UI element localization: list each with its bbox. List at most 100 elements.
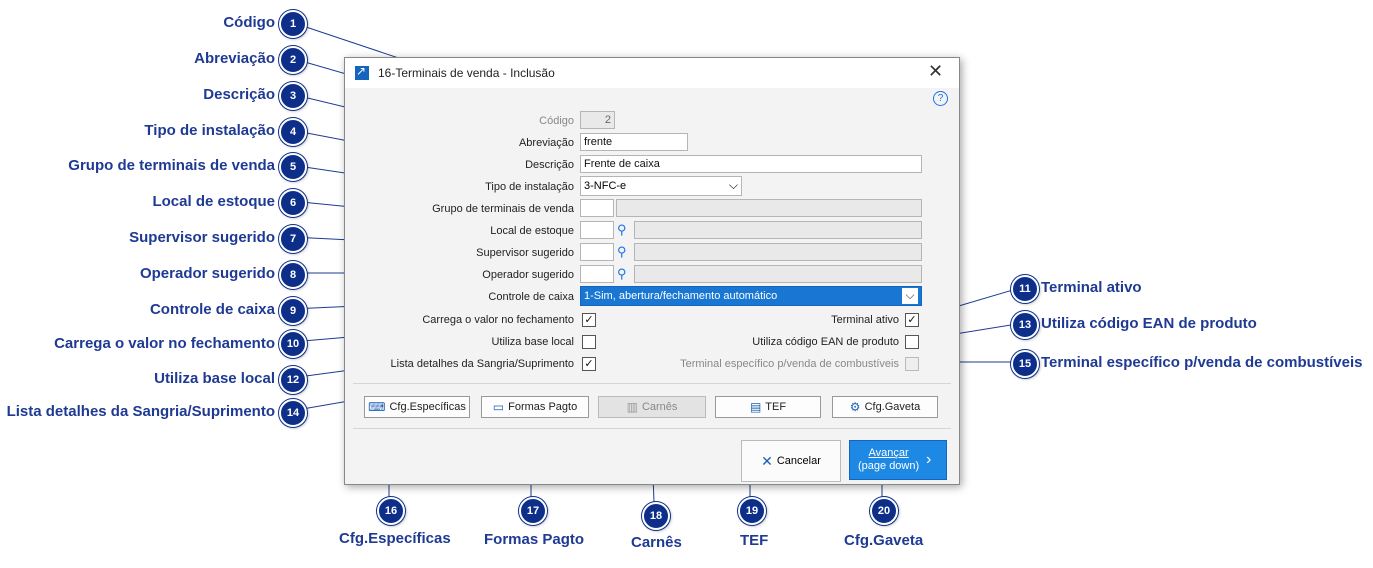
help-icon[interactable]: ? <box>933 91 948 106</box>
barcode-icon: ▥ <box>626 400 638 414</box>
codigo-field: 2 <box>580 111 615 129</box>
callout-label-codigo: Código <box>223 14 275 31</box>
carrega-valor-checkbox[interactable]: ✓ <box>582 313 596 327</box>
callout-label-abreviacao: Abreviação <box>194 50 275 67</box>
cfg-especificas-label: Cfg.Específicas <box>389 401 466 413</box>
advance-shortcut: (page down) <box>858 460 920 472</box>
grupo-terminais-code-field[interactable] <box>580 199 614 217</box>
chevron-right-icon: › <box>926 451 932 468</box>
advance-label: Avançar <box>868 447 909 459</box>
operador-desc-field <box>634 265 922 283</box>
abreviacao-field[interactable]: frente <box>580 133 688 151</box>
codigo-ean-label: Utiliza código EAN de produto <box>752 336 899 348</box>
settings-machine-icon: ⌨ <box>368 400 386 414</box>
callout-badge-13: 13 <box>1011 311 1039 339</box>
carnes-label: Carnês <box>641 401 678 413</box>
callout-badge-6: 6 <box>279 189 307 217</box>
tipo-instalacao-select[interactable]: 3-NFC-e ⌵ <box>580 176 742 196</box>
grupo-terminais-desc-field <box>616 199 922 217</box>
separator <box>353 383 951 384</box>
callout-badge-15: 15 <box>1011 350 1039 378</box>
controle-caixa-value: 1-Sim, abertura/fechamento automático <box>584 290 778 302</box>
callout-label-controle-caixa: Controle de caixa <box>149 301 275 318</box>
card-terminal-icon: ▤ <box>749 400 762 414</box>
descricao-field[interactable]: Frente de caixa <box>580 155 922 173</box>
controle-caixa-label: Controle de caixa <box>488 291 574 303</box>
cancel-button[interactable]: ✕ Cancelar <box>741 440 841 482</box>
local-estoque-code-field[interactable] <box>580 221 614 239</box>
callout-badge-4: 4 <box>279 118 307 146</box>
supervisor-code-field[interactable] <box>580 243 614 261</box>
callout-badge-9: 9 <box>279 297 307 325</box>
callout-badge-20: 20 <box>870 497 898 525</box>
dialog-titlebar: 16-Terminais de venda - Inclusão ✕ <box>345 58 959 88</box>
close-icon: ✕ <box>761 452 773 469</box>
terminal-ativo-checkbox[interactable]: ✓ <box>905 313 919 327</box>
callout-label-descricao: Descrição <box>203 86 275 103</box>
callout-label-terminal-ativo: Terminal ativo <box>1041 279 1142 296</box>
terminal-combustiveis-checkbox <box>905 357 919 371</box>
formas-pagto-label: Formas Pagto <box>508 401 578 413</box>
callout-label-formas-pagto: Formas Pagto <box>484 531 585 548</box>
search-icon[interactable]: ⚲ <box>617 222 627 237</box>
callout-label-tipo-instalacao: Tipo de instalação <box>144 122 275 139</box>
cfg-gaveta-button[interactable]: ⚙ Cfg.Gaveta <box>832 396 938 418</box>
advance-button[interactable]: Avançar (page down) › <box>849 440 947 480</box>
callout-label-carnes: Carnês <box>631 534 682 551</box>
terminal-combustiveis-label: Terminal específico p/venda de combustív… <box>680 358 899 370</box>
tef-button[interactable]: ▤ TEF <box>715 396 821 418</box>
callout-badge-18: 18 <box>642 502 670 530</box>
operador-code-field[interactable] <box>580 265 614 283</box>
codigo-label: Código <box>539 115 574 127</box>
carrega-valor-label: Carrega o valor no fechamento <box>422 314 574 326</box>
callout-badge-7: 7 <box>279 225 307 253</box>
callout-badge-3: 3 <box>279 82 307 110</box>
callout-label-cfg-especificas: Cfg.Específicas <box>339 530 451 547</box>
supervisor-label: Supervisor sugerido <box>476 247 574 259</box>
chevron-down-icon: ⌵ <box>902 288 918 304</box>
formas-pagto-button[interactable]: ▭ Formas Pagto <box>481 396 589 418</box>
tipo-instalacao-value: 3-NFC-e <box>584 180 627 192</box>
grupo-terminais-label: Grupo de terminais de venda <box>432 203 574 215</box>
callout-label-codigo-ean: Utiliza código EAN de produto <box>1041 315 1257 332</box>
callout-label-carrega-valor: Carrega o valor no fechamento <box>54 335 275 352</box>
callout-badge-14: 14 <box>279 399 307 427</box>
callout-badge-8: 8 <box>279 261 307 289</box>
lista-detalhes-checkbox[interactable]: ✓ <box>582 357 596 371</box>
cfg-especificas-button[interactable]: ⌨ Cfg.Específicas <box>364 396 470 418</box>
callout-badge-10: 10 <box>279 330 307 358</box>
cancel-label: Cancelar <box>776 455 821 467</box>
tipo-instalacao-label: Tipo de instalação <box>485 181 574 193</box>
callout-label-lista-detalhes: Lista detalhes da Sangria/Suprimento <box>6 403 275 420</box>
callout-badge-16: 16 <box>377 497 405 525</box>
callout-badge-12: 12 <box>279 366 307 394</box>
dialog-title: 16-Terminais de venda - Inclusão <box>378 66 555 80</box>
carnes-button: ▥ Carnês <box>598 396 706 418</box>
search-icon[interactable]: ⚲ <box>617 244 627 259</box>
gear-icon: ⚙ <box>849 400 861 414</box>
callout-badge-1: 1 <box>279 10 307 38</box>
app-icon <box>355 64 369 80</box>
callout-badge-5: 5 <box>279 153 307 181</box>
callout-label-supervisor: Supervisor sugerido <box>129 229 275 246</box>
controle-caixa-select[interactable]: 1-Sim, abertura/fechamento automático ⌵ <box>580 286 922 306</box>
callout-label-base-local: Utiliza base local <box>154 370 275 387</box>
lista-detalhes-label: Lista detalhes da Sangria/Suprimento <box>390 358 574 370</box>
abreviacao-label: Abreviação <box>518 137 574 149</box>
base-local-label: Utiliza base local <box>491 336 574 348</box>
supervisor-desc-field <box>634 243 922 261</box>
codigo-ean-checkbox[interactable] <box>905 335 919 349</box>
base-local-checkbox[interactable] <box>582 335 596 349</box>
descricao-label: Descrição <box>525 159 574 171</box>
callout-badge-11: 11 <box>1011 275 1039 303</box>
callout-label-grupo-terminais: Grupo de terminais de venda <box>68 157 275 174</box>
callout-label-tef: TEF <box>740 532 769 549</box>
close-icon[interactable]: ✕ <box>928 61 944 81</box>
separator <box>353 428 951 429</box>
search-icon[interactable]: ⚲ <box>617 266 627 281</box>
tef-label: TEF <box>765 401 787 413</box>
chevron-down-icon: ⌵ <box>728 178 738 192</box>
callout-badge-19: 19 <box>738 497 766 525</box>
cfg-gaveta-label: Cfg.Gaveta <box>864 401 921 413</box>
callout-badge-2: 2 <box>279 46 307 74</box>
